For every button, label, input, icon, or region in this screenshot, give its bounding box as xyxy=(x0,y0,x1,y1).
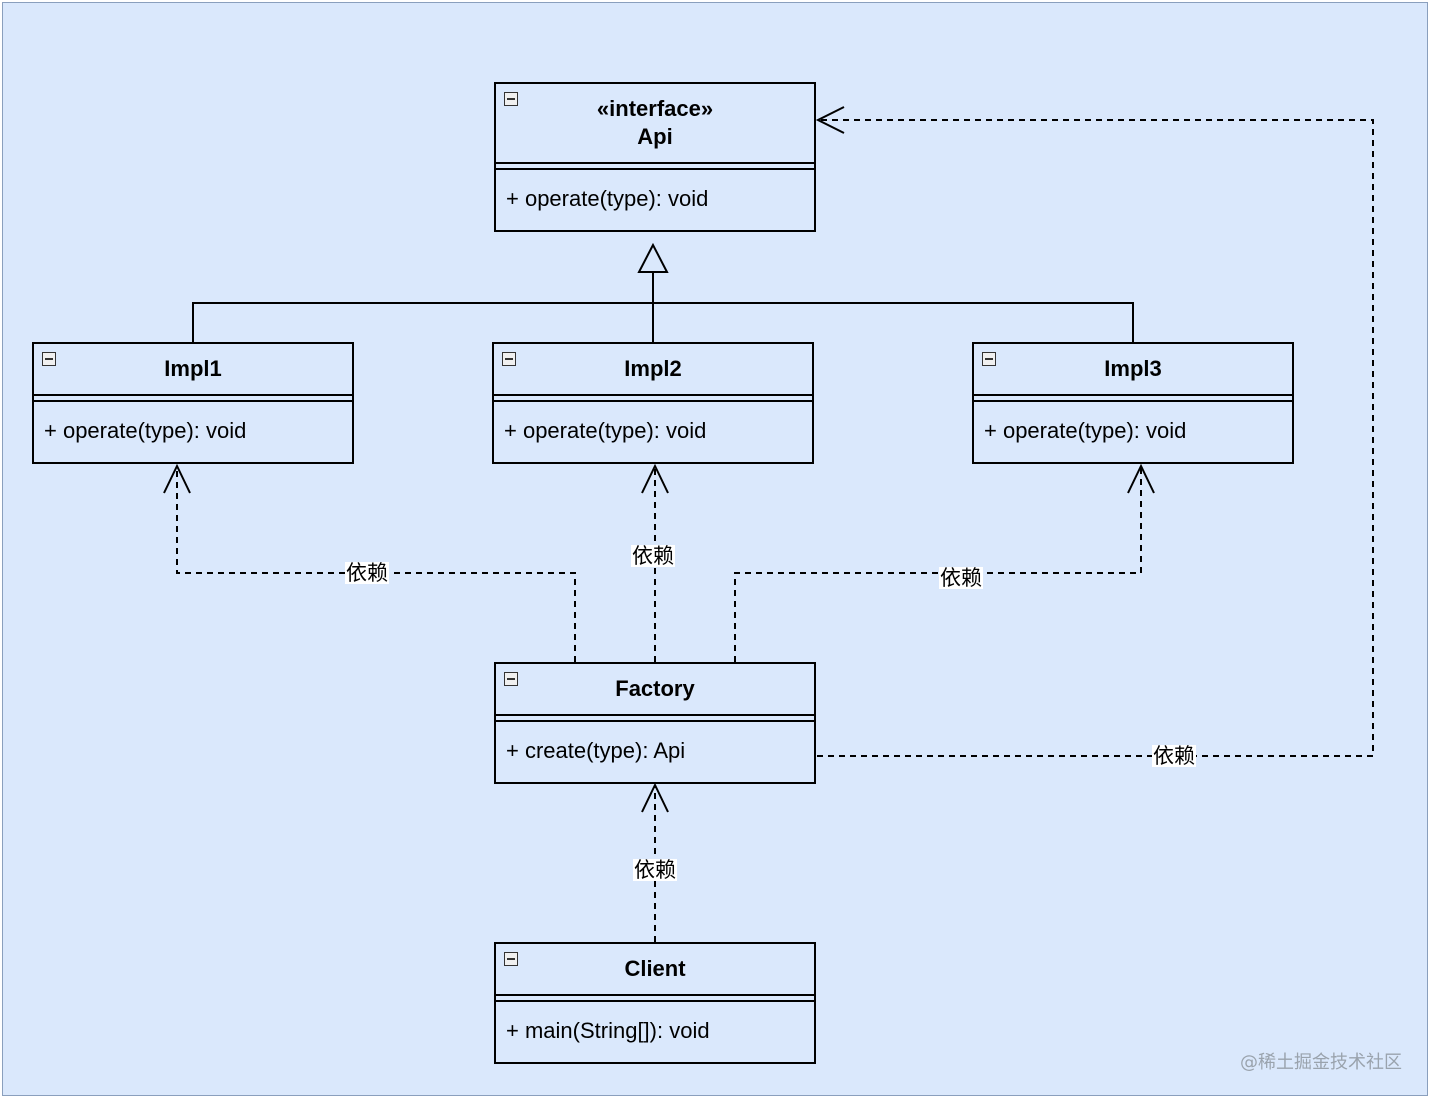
realization-line-impl3 xyxy=(653,302,1134,343)
class-impl1-attributes xyxy=(34,396,352,402)
class-api-name: Api xyxy=(637,124,673,149)
class-impl3-header: Impl3 xyxy=(974,344,1292,396)
class-impl2-attributes xyxy=(494,396,812,402)
collapse-icon[interactable] xyxy=(504,672,518,686)
open-arrowhead-impl3 xyxy=(1127,463,1155,494)
dependency-line-factory-impl3 xyxy=(734,466,1142,662)
class-impl3-name: Impl3 xyxy=(1104,356,1162,381)
class-factory[interactable]: Factory + create(type): Api xyxy=(494,662,816,784)
open-arrowhead-factory xyxy=(641,782,669,813)
class-impl3-attributes xyxy=(974,396,1292,402)
class-api-operation: + operate(type): void xyxy=(506,186,709,211)
collapse-icon[interactable] xyxy=(42,352,56,366)
class-api[interactable]: «interface» Api + operate(type): void xyxy=(494,82,816,232)
class-impl1-name: Impl1 xyxy=(164,356,222,381)
class-impl3[interactable]: Impl3 + operate(type): void xyxy=(972,342,1294,464)
class-client-operation: + main(String[]): void xyxy=(506,1018,710,1043)
class-impl1-header: Impl1 xyxy=(34,344,352,396)
dependency-line-factory-api xyxy=(817,119,1374,757)
label-client-factory: 依赖 xyxy=(633,858,677,882)
class-factory-attributes xyxy=(496,716,814,722)
class-factory-name: Factory xyxy=(615,676,695,701)
collapse-icon[interactable] xyxy=(504,952,518,966)
class-client[interactable]: Client + main(String[]): void xyxy=(494,942,816,1064)
label-factory-impl1: 依赖 xyxy=(345,561,389,585)
watermark: @稀土掘金技术社区 xyxy=(1240,1052,1402,1073)
open-arrowhead-impl2 xyxy=(641,463,669,494)
class-factory-header: Factory xyxy=(496,664,814,716)
class-impl1[interactable]: Impl1 + operate(type): void xyxy=(32,342,354,464)
class-client-name: Client xyxy=(624,956,686,981)
class-api-header: «interface» Api xyxy=(496,84,814,164)
collapse-icon[interactable] xyxy=(504,92,518,106)
open-arrowhead-api xyxy=(815,106,845,134)
open-arrowhead-impl1 xyxy=(163,463,191,494)
class-api-attributes xyxy=(496,164,814,170)
collapse-icon[interactable] xyxy=(502,352,516,366)
class-client-header: Client xyxy=(496,944,814,996)
class-impl2[interactable]: Impl2 + operate(type): void xyxy=(492,342,814,464)
collapse-icon[interactable] xyxy=(982,352,996,366)
class-factory-operation: + create(type): Api xyxy=(506,738,686,763)
label-factory-impl2: 依赖 xyxy=(631,544,675,568)
class-api-stereotype: «interface» xyxy=(596,96,714,121)
class-impl1-operation: + operate(type): void xyxy=(44,418,247,443)
realization-line-impl1 xyxy=(192,302,653,343)
label-factory-api: 依赖 xyxy=(1152,744,1196,768)
class-client-attributes xyxy=(496,996,814,1002)
generalization-arrowhead xyxy=(637,242,669,273)
class-impl3-operation: + operate(type): void xyxy=(984,418,1187,443)
class-impl2-header: Impl2 xyxy=(494,344,812,396)
label-factory-impl3: 依赖 xyxy=(939,566,983,590)
class-impl2-name: Impl2 xyxy=(624,356,682,381)
class-impl2-operation: + operate(type): void xyxy=(504,418,707,443)
